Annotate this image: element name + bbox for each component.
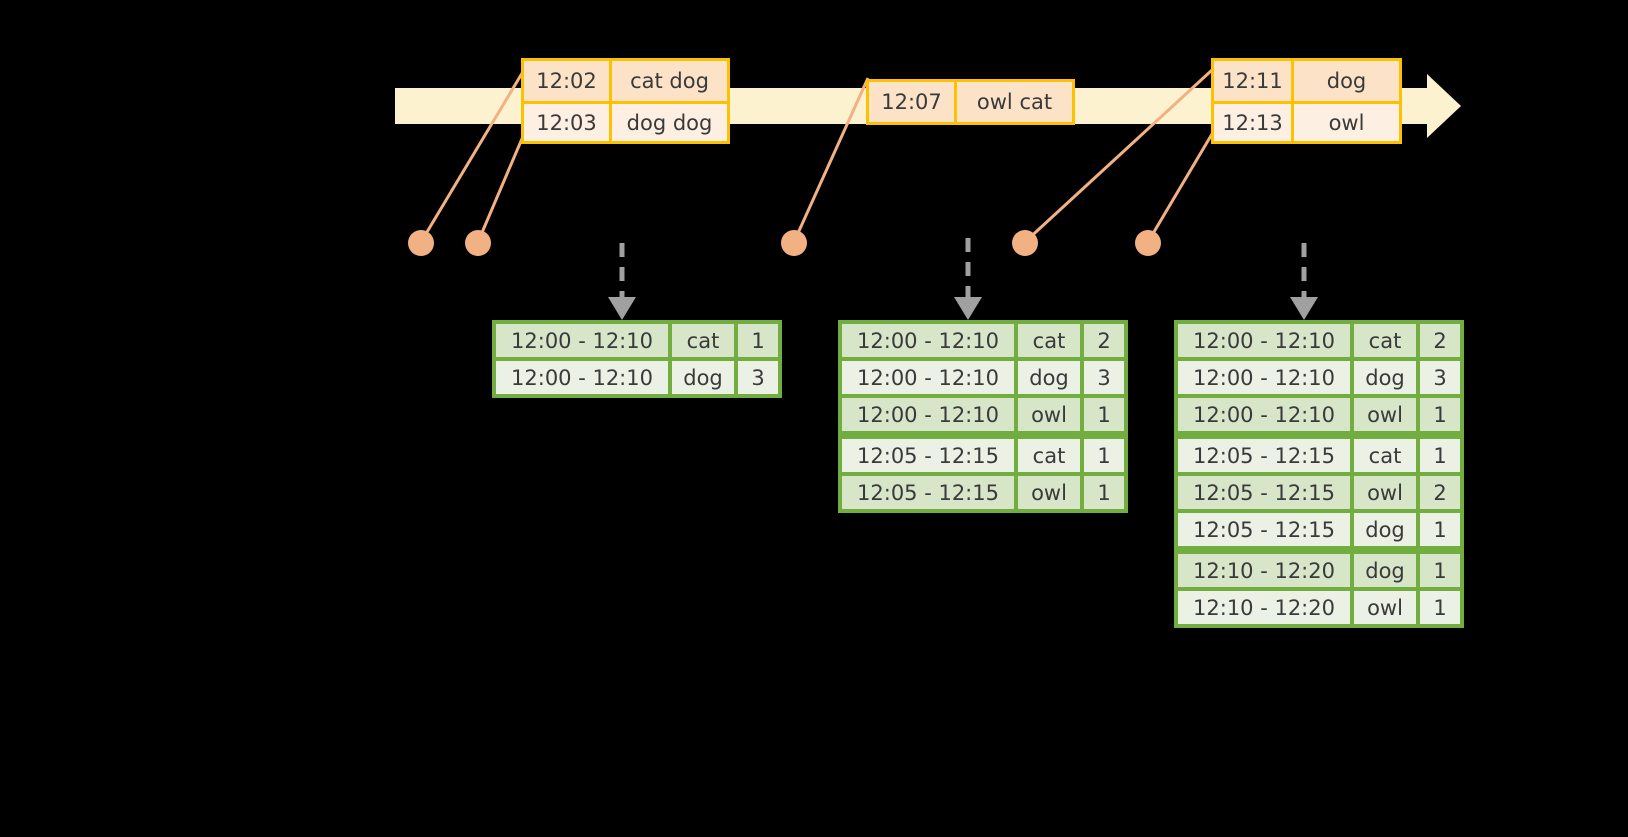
result-count: 3 — [1084, 361, 1124, 394]
event-words: owl — [1294, 101, 1399, 141]
result-word: owl — [1018, 476, 1080, 509]
result-count: 1 — [1420, 513, 1460, 546]
result-count: 1 — [1420, 439, 1460, 472]
event-time: 12:03 — [524, 101, 612, 141]
result-word: owl — [1018, 398, 1080, 431]
event-box-group-3[interactable]: 12:11 dog 12:13 owl — [1211, 58, 1402, 144]
event-row: 12:03 dog dog — [524, 101, 727, 141]
event-dot-4[interactable] — [1012, 230, 1038, 256]
result-window: 12:00 - 12:10 — [1178, 361, 1350, 394]
result-word: cat — [1018, 324, 1080, 357]
event-row: 12:07 owl cat — [869, 82, 1072, 122]
event-words: owl cat — [957, 82, 1072, 122]
result-window: 12:00 - 12:10 — [496, 361, 668, 394]
result-count: 2 — [1420, 476, 1460, 509]
event-time: 12:13 — [1214, 101, 1294, 141]
event-time: 12:07 — [869, 82, 957, 122]
event-words: dog — [1294, 61, 1399, 101]
event-dot-2[interactable] — [465, 230, 491, 256]
result-word: dog — [1354, 554, 1416, 587]
result-window: 12:05 - 12:15 — [1178, 513, 1350, 546]
dashed-arrowhead-2 — [954, 297, 982, 320]
event-words: dog dog — [612, 101, 727, 141]
result-window: 12:10 - 12:20 — [1178, 554, 1350, 587]
result-count: 1 — [1084, 476, 1124, 509]
event-dot-5[interactable] — [1135, 230, 1161, 256]
result-window: 12:00 - 12:10 — [842, 398, 1014, 431]
result-count: 3 — [1420, 361, 1460, 394]
timeline-arrowhead — [1427, 74, 1461, 138]
result-word: dog — [1018, 361, 1080, 394]
result-window: 12:00 - 12:10 — [1178, 398, 1350, 431]
dashed-arrow-heads — [608, 297, 1318, 320]
event-row: 12:13 owl — [1214, 101, 1399, 141]
result-word: cat — [1354, 439, 1416, 472]
result-window: 12:10 - 12:20 — [1178, 591, 1350, 624]
result-word: dog — [672, 361, 734, 394]
result-window: 12:00 - 12:10 — [496, 324, 668, 357]
event-row: 12:02 cat dog — [524, 61, 727, 101]
result-word: cat — [672, 324, 734, 357]
result-count: 2 — [1420, 324, 1460, 357]
result-word: dog — [1354, 513, 1416, 546]
result-word: cat — [1354, 324, 1416, 357]
event-box-group-1[interactable]: 12:02 cat dog 12:03 dog dog — [521, 58, 730, 144]
dashed-arrowhead-3 — [1290, 297, 1318, 320]
result-window: 12:05 - 12:15 — [1178, 439, 1350, 472]
result-count: 3 — [738, 361, 778, 394]
result-window: 12:05 - 12:15 — [842, 476, 1014, 509]
result-count: 1 — [738, 324, 778, 357]
result-word: owl — [1354, 591, 1416, 624]
result-count: 1 — [1084, 398, 1124, 431]
event-dot-1[interactable] — [408, 230, 434, 256]
event-time: 12:11 — [1214, 61, 1294, 101]
result-count: 2 — [1084, 324, 1124, 357]
result-word: cat — [1018, 439, 1080, 472]
result-count: 1 — [1420, 398, 1460, 431]
result-window: 12:00 - 12:10 — [1178, 324, 1350, 357]
result-count: 1 — [1084, 439, 1124, 472]
dashed-arrowhead-1 — [608, 297, 636, 320]
result-word: dog — [1354, 361, 1416, 394]
result-window: 12:00 - 12:10 — [842, 324, 1014, 357]
connector-line-2 — [476, 133, 526, 243]
event-dot-3[interactable] — [781, 230, 807, 256]
result-word: owl — [1354, 398, 1416, 431]
result-window: 12:05 - 12:15 — [842, 439, 1014, 472]
result-word: owl — [1354, 476, 1416, 509]
result-window: 12:00 - 12:10 — [842, 361, 1014, 394]
connector-line-5 — [1146, 133, 1214, 243]
event-row: 12:11 dog — [1214, 61, 1399, 101]
result-count: 1 — [1420, 591, 1460, 624]
event-box-group-2[interactable]: 12:07 owl cat — [866, 79, 1075, 125]
event-time: 12:02 — [524, 61, 612, 101]
result-window: 12:05 - 12:15 — [1178, 476, 1350, 509]
result-count: 1 — [1420, 554, 1460, 587]
event-words: cat dog — [612, 61, 727, 101]
dashed-arrows — [619, 238, 1307, 300]
